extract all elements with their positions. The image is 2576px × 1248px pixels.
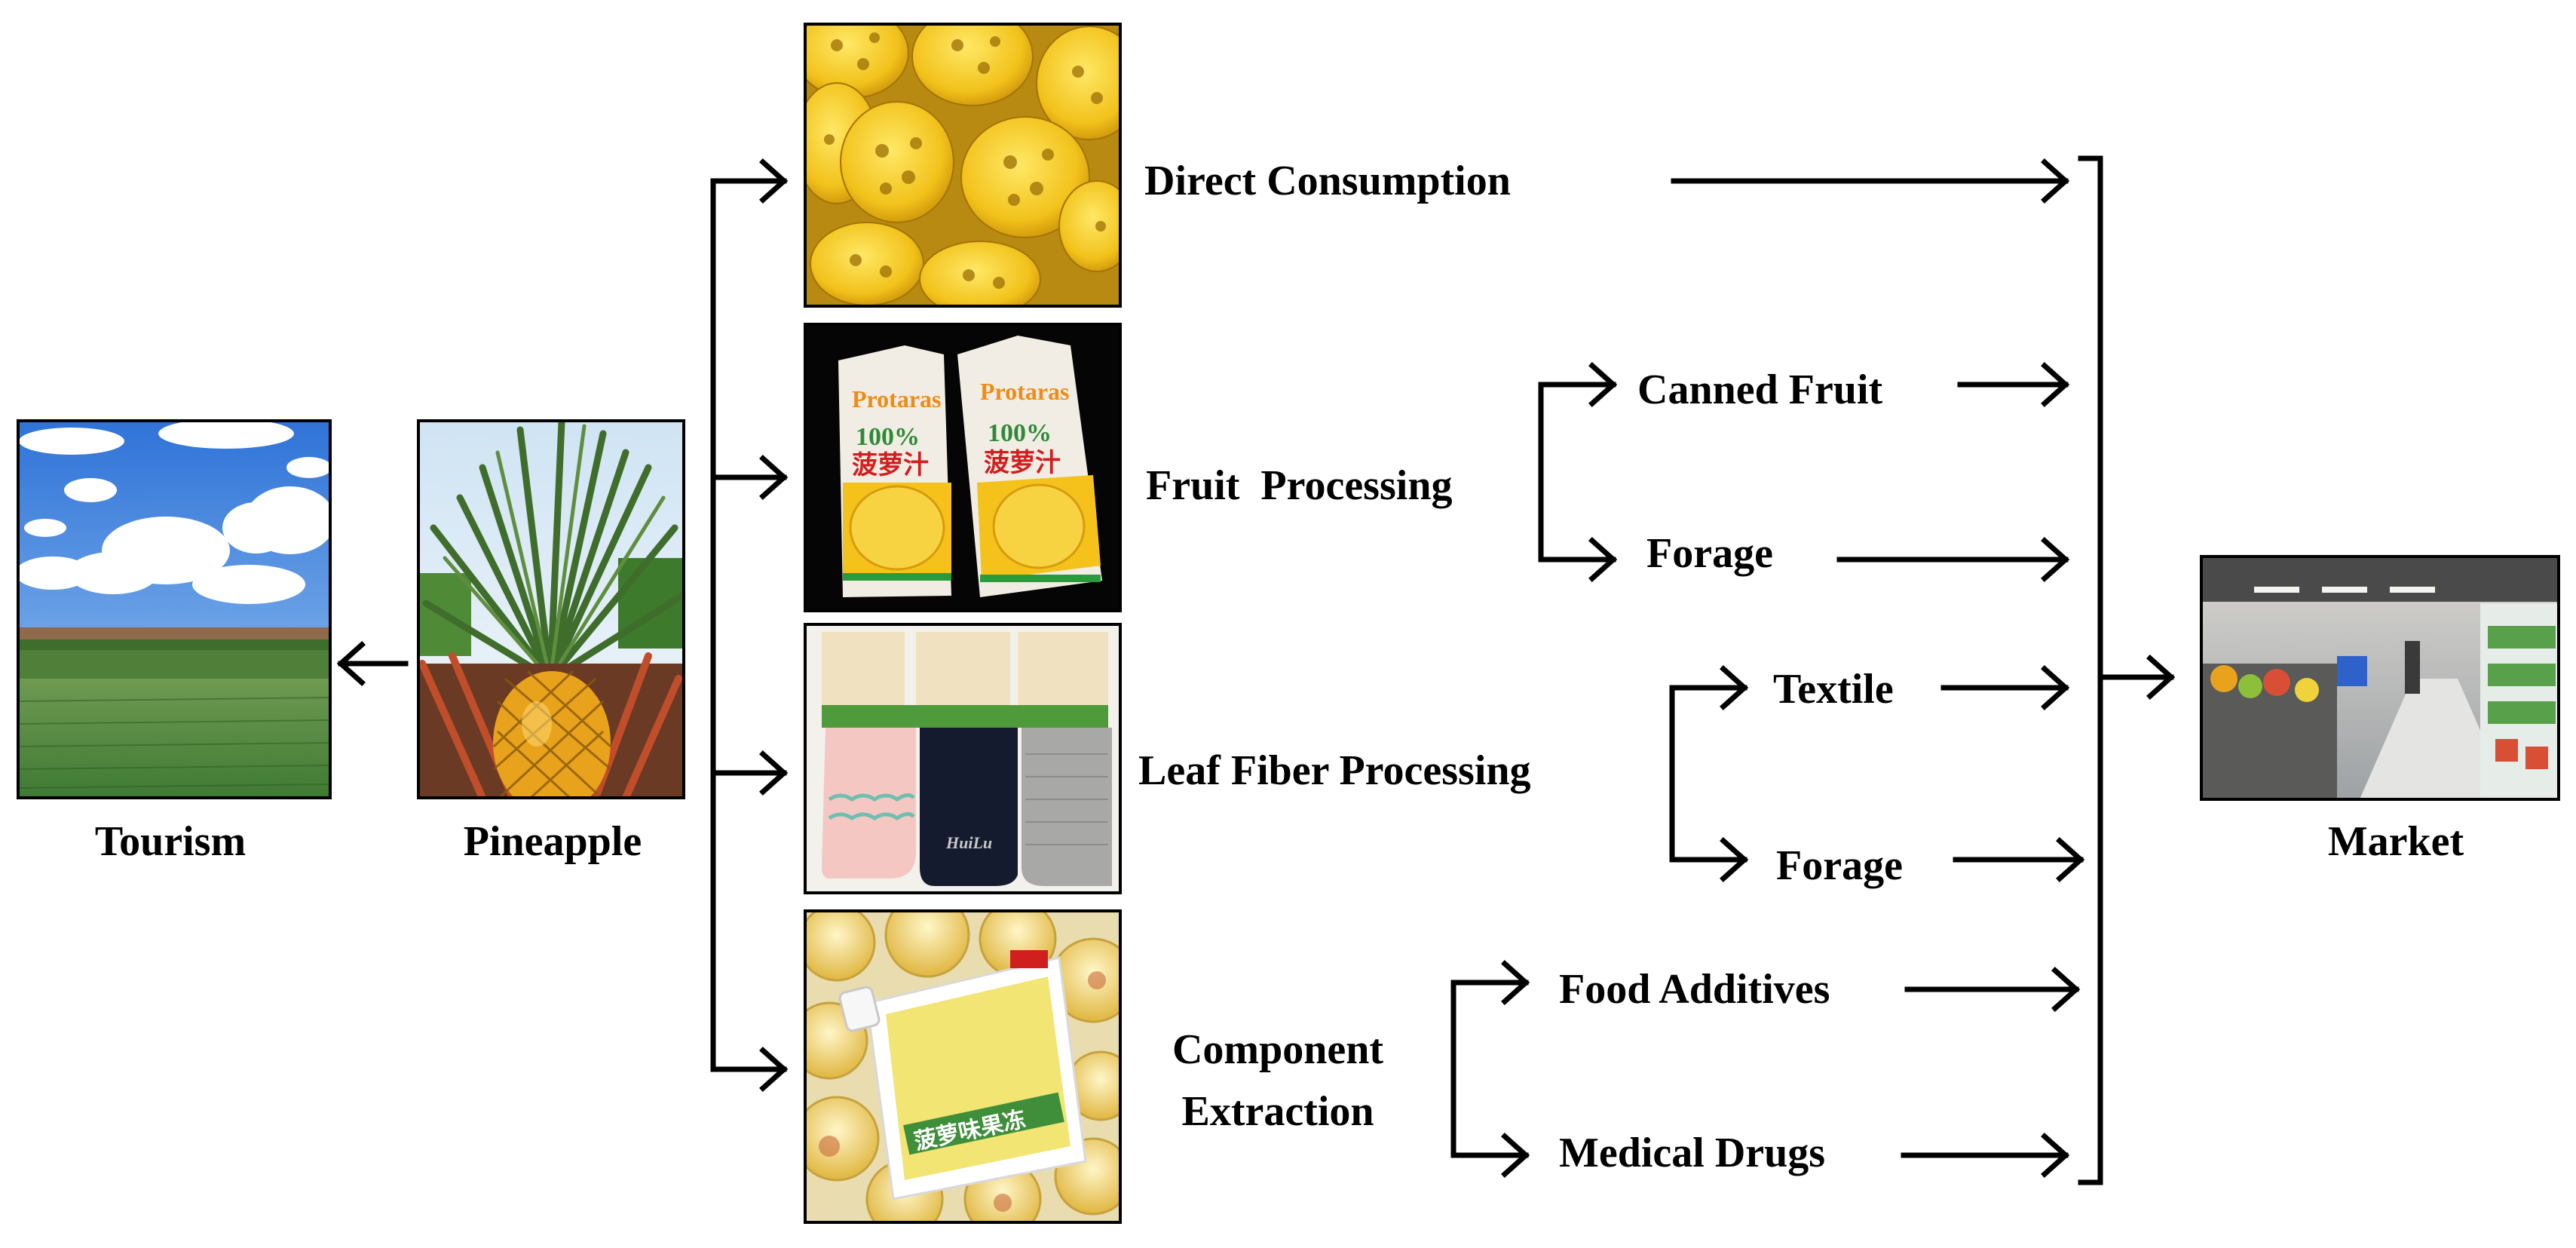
label-direct-consumption: Direct Consumption [1144, 158, 1511, 204]
pineapple-photo [418, 421, 684, 798]
pineapple-jelly-photo: 菠萝味果冻 [805, 911, 1120, 1222]
juice-carton-right: Protaras 100% 菠萝汁 [957, 336, 1102, 597]
juice-percent-label-left: 100% [856, 423, 920, 451]
label-forage-fruit: Forage [1646, 530, 1773, 577]
label-leaf-fiber-processing: Leaf Fiber Processing [1138, 747, 1531, 794]
juice-carton-left: Protaras 100% 菠萝汁 [838, 345, 951, 597]
label-fruit-processing: Fruit Processing [1146, 462, 1452, 509]
pineapple-chunks-photo [805, 24, 1120, 306]
label-food-additives: Food Additives [1559, 966, 1830, 1013]
pineapple-fiber-socks-photo: HuiLu [805, 624, 1120, 893]
pineapple-juice-photo: Protaras 100% 菠萝汁 Protaras 100% 菠萝汁 [805, 324, 1120, 611]
market-bracket [2078, 155, 2103, 1185]
sock-grey [1022, 728, 1112, 886]
label-pineapple: Pineapple [464, 818, 642, 865]
juice-brand-label-right: Protaras [980, 378, 1069, 405]
juice-brand-label-left: Protaras [852, 385, 941, 412]
sock-pink [822, 728, 916, 879]
supermarket-photo [2201, 557, 2559, 799]
label-forage-leaf: Forage [1776, 842, 1903, 889]
label-market: Market [2328, 818, 2464, 865]
flow-connectors [336, 155, 2176, 1185]
tourism-photo [18, 421, 330, 798]
juice-cn-label-left: 菠萝汁 [852, 451, 929, 480]
label-medical-drugs: Medical Drugs [1559, 1130, 1825, 1176]
label-extraction: Extraction [1181, 1088, 1374, 1135]
jelly-pouch: 菠萝味果冻 [838, 950, 1087, 1200]
juice-cn-label-right: 菠萝汁 [984, 449, 1061, 477]
sock-brand-label: HuiLu [945, 833, 992, 852]
label-tourism: Tourism [95, 818, 246, 865]
node-labels: Tourism Pineapple Market Direct Consumpt… [95, 158, 2464, 1176]
juice-percent-label-right: 100% [988, 419, 1052, 447]
sock-black: HuiLu [920, 728, 1018, 886]
label-textile: Textile [1773, 666, 1894, 713]
label-component: Component [1172, 1026, 1383, 1073]
label-canned-fruit: Canned Fruit [1637, 366, 1882, 413]
arrowhead-tourism [336, 641, 366, 686]
